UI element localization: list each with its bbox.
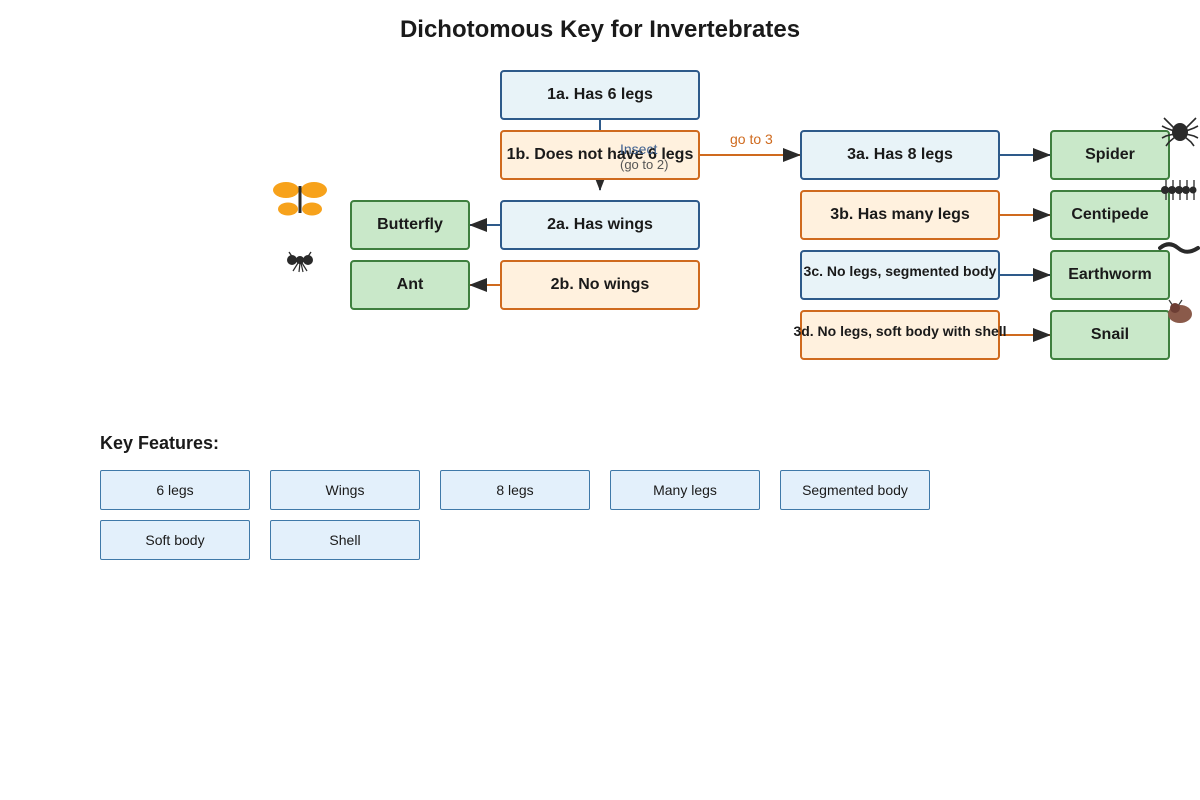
question-1b: 1b. Does not have 6 legs xyxy=(500,130,700,180)
question-2b: 2b. No wings xyxy=(500,260,700,310)
key-features-title: Key Features: xyxy=(100,433,220,453)
answer-centipede: Centipede xyxy=(1050,190,1170,240)
feature-soft-body: Soft body xyxy=(100,520,250,560)
question-1a: 1a. Has 6 legs xyxy=(500,70,700,120)
snail-icon xyxy=(1168,299,1192,323)
spider-icon xyxy=(1161,117,1199,147)
question-2a: 2a. Has wings xyxy=(500,200,700,250)
answer-ant: Ant xyxy=(350,260,470,310)
edge-label-insect: Insect xyxy=(620,141,658,157)
answer-butterfly: Butterfly xyxy=(350,200,470,250)
feature-many-legs: Many legs xyxy=(610,470,760,510)
answer-spider: Spider xyxy=(1050,130,1170,180)
feature-shell: Shell xyxy=(270,520,420,560)
question-3c: 3c. No legs, segmented body xyxy=(800,250,1000,300)
answer-snail: Snail xyxy=(1050,310,1170,360)
answer-earthworm: Earthworm xyxy=(1050,250,1170,300)
question-3b: 3b. Has many legs xyxy=(800,190,1000,240)
edge-label-go-to-2: (go to 2) xyxy=(620,157,669,172)
feature-8-legs: 8 legs xyxy=(440,470,590,510)
centipede-icon xyxy=(1161,180,1197,200)
feature-wings: Wings xyxy=(270,470,420,510)
feature-6-legs: 6 legs xyxy=(100,470,250,510)
edge-label-go-to-3: go to 3 xyxy=(730,131,773,147)
question-3d: 3d. No legs, soft body with shell xyxy=(793,310,1007,360)
diagram-title: Dichotomous Key for Invertebrates xyxy=(399,16,801,43)
feature-segmented-body: Segmented body xyxy=(780,470,930,510)
butterfly-icon xyxy=(273,182,327,216)
question-3a: 3a. Has 8 legs xyxy=(800,130,1000,180)
ant-icon xyxy=(287,251,313,273)
earthworm-icon xyxy=(1158,242,1200,254)
